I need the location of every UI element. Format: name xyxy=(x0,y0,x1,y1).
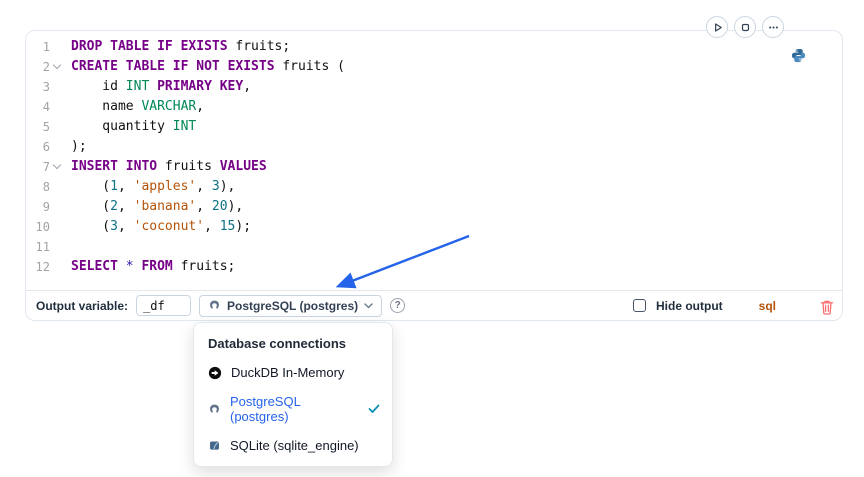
line-number: 12 xyxy=(35,260,50,274)
hide-output-label: Hide output xyxy=(656,298,723,313)
line-gutter: 5 xyxy=(26,117,66,137)
line-gutter: 9 xyxy=(26,197,66,217)
help-icon[interactable]: ? xyxy=(390,298,406,313)
line-gutter: 3 xyxy=(26,77,66,97)
database-connections-menu: Database connections DuckDB In-Memory Po… xyxy=(193,322,393,467)
sql-cell: 1 DROP TABLE IF EXISTS fruits; 2 CREATE TAB… xyxy=(25,30,843,321)
line-number: 1 xyxy=(42,40,50,54)
line-gutter: 12 xyxy=(26,257,66,277)
line-gutter: 4 xyxy=(26,97,66,117)
menu-item-label: DuckDB In-Memory xyxy=(231,365,345,380)
code-text xyxy=(66,237,71,257)
code-text: quantity INT xyxy=(71,119,197,134)
cell-actions xyxy=(706,16,784,38)
hide-output-checkbox[interactable] xyxy=(633,299,646,312)
chevron-down-icon xyxy=(364,302,373,309)
line-number: 6 xyxy=(42,140,50,154)
menu-item-postgresql[interactable]: PostgreSQL (postgres) xyxy=(194,387,392,431)
code-line: 6); xyxy=(26,137,842,157)
fold-chevron-icon[interactable] xyxy=(50,157,64,177)
line-gutter: 7 xyxy=(26,157,66,177)
language-badge: sql xyxy=(758,298,776,313)
connection-dropdown[interactable]: PostgreSQL (postgres) xyxy=(199,294,383,317)
line-number: 2 xyxy=(42,60,50,74)
line-gutter: 6 xyxy=(26,137,66,157)
line-number: 8 xyxy=(42,180,50,194)
line-number: 11 xyxy=(35,240,50,254)
line-number: 10 xyxy=(35,220,50,234)
code-text: id INT PRIMARY KEY, xyxy=(71,79,252,94)
code-line: 11 xyxy=(26,237,842,257)
code-text: SELECT * FROM fruits; xyxy=(71,259,236,274)
line-gutter: 2 xyxy=(26,57,66,77)
code-text: name VARCHAR, xyxy=(71,99,205,114)
python-icon xyxy=(791,48,806,68)
code-editor[interactable]: 1 DROP TABLE IF EXISTS fruits; 2 CREATE TAB… xyxy=(26,31,842,290)
code-line: 5 quantity INT xyxy=(26,117,842,137)
duckdb-icon xyxy=(208,366,222,380)
postgresql-icon xyxy=(208,299,221,312)
menu-item-duckdb[interactable]: DuckDB In-Memory xyxy=(194,358,392,387)
line-gutter: 8 xyxy=(26,177,66,197)
line-gutter: 11 xyxy=(26,237,66,257)
run-cell-button[interactable] xyxy=(706,16,728,38)
code-line: 7 INSERT INTO fruits VALUES xyxy=(26,157,842,177)
output-variable-label: Output variable: xyxy=(36,298,129,313)
menu-item-label: SQLite (sqlite_engine) xyxy=(230,438,359,453)
code-text: DROP TABLE IF EXISTS fruits; xyxy=(71,39,291,54)
menu-item-sqlite[interactable]: SQLite (sqlite_engine) xyxy=(194,431,392,460)
stop-icon xyxy=(739,21,752,34)
code-text: (2, 'banana', 20), xyxy=(71,199,244,214)
menu-title: Database connections xyxy=(208,336,346,351)
sqlite-icon xyxy=(208,439,221,452)
output-variable-input[interactable] xyxy=(136,295,192,316)
code-text: CREATE TABLE IF NOT EXISTS fruits ( xyxy=(71,59,345,74)
stop-cell-button[interactable] xyxy=(734,16,756,38)
code-line: 12 SELECT * FROM fruits; xyxy=(26,257,842,277)
code-line: 3 id INT PRIMARY KEY, xyxy=(26,77,842,97)
line-number: 4 xyxy=(42,100,50,114)
line-number: 3 xyxy=(42,80,50,94)
line-gutter: 10 xyxy=(26,217,66,237)
line-number: 5 xyxy=(42,120,50,134)
code-line: 1 DROP TABLE IF EXISTS fruits; xyxy=(26,37,842,57)
code-line: 8 (1, 'apples', 3), xyxy=(26,177,842,197)
menu-item-label: PostgreSQL (postgres) xyxy=(230,394,301,424)
code-line: 2 CREATE TABLE IF NOT EXISTS fruits ( xyxy=(26,57,842,77)
code-line: 10 (3, 'coconut', 15); xyxy=(26,217,842,237)
code-line: 9 (2, 'banana', 20), xyxy=(26,197,842,217)
trash-icon xyxy=(820,299,834,315)
code-text: (3, 'coconut', 15); xyxy=(71,219,252,234)
code-text: INSERT INTO fruits VALUES xyxy=(71,159,267,174)
code-text: ); xyxy=(71,139,87,154)
line-gutter: 1 xyxy=(26,37,66,57)
code-text: (1, 'apples', 3), xyxy=(71,179,236,194)
ellipsis-icon xyxy=(767,21,780,34)
play-icon xyxy=(711,21,724,34)
fold-chevron-icon[interactable] xyxy=(50,57,64,77)
delete-cell-button[interactable] xyxy=(820,299,834,315)
line-number: 7 xyxy=(42,160,50,174)
code-line: 4 name VARCHAR, xyxy=(26,97,842,117)
code-lines: 1 DROP TABLE IF EXISTS fruits; 2 CREATE TAB… xyxy=(26,37,842,277)
line-number: 9 xyxy=(42,200,50,214)
connection-selected-label: PostgreSQL (postgres) xyxy=(227,298,359,313)
cell-footer: Output variable: PostgreSQL (postgres) ?… xyxy=(26,290,842,320)
postgresql-icon xyxy=(208,403,221,416)
more-actions-button[interactable] xyxy=(762,16,784,38)
check-icon xyxy=(368,404,380,414)
